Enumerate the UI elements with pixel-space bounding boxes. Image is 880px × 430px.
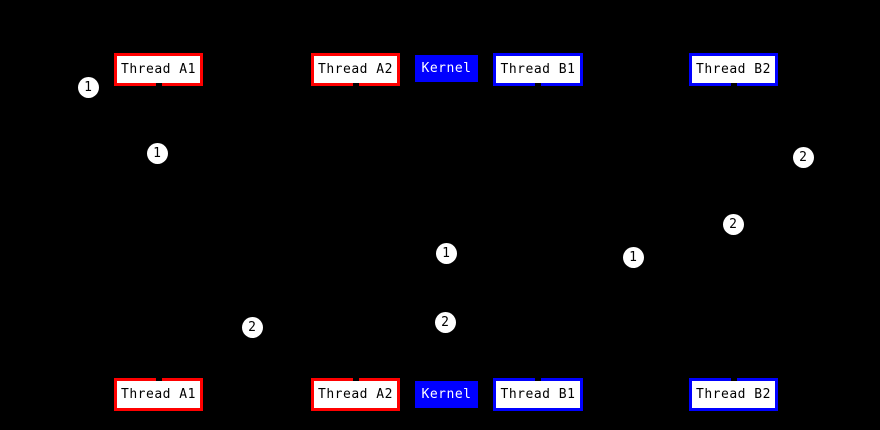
sequence-number-badge: 2 [434, 311, 456, 333]
sequence-number-badge: 2 [722, 213, 744, 235]
lifeline-stub [730, 378, 737, 381]
participant-label: Thread B1 [500, 62, 576, 77]
lifeline-stub [155, 378, 162, 381]
participant-label: Thread A2 [318, 387, 393, 402]
participant-box-thread-a2: Thread A2 [311, 53, 400, 86]
participant-label: Thread B2 [696, 387, 771, 402]
participant-label: Thread B1 [500, 387, 576, 402]
lifeline-stub [352, 378, 359, 381]
participant-box-kernel: Kernel [415, 55, 478, 82]
lifeline-stub [535, 83, 541, 86]
participant-label: Thread B2 [696, 62, 771, 77]
participant-label: Thread A1 [121, 62, 196, 77]
participant-box-thread-b1: Thread B1 [493, 53, 583, 86]
participant-label: Kernel [421, 387, 472, 402]
sequence-number-badge: 1 [622, 246, 644, 268]
participant-box-thread-a2: Thread A2 [311, 378, 400, 411]
sequence-number-badge: 1 [146, 142, 168, 164]
participant-box-kernel: Kernel [415, 381, 478, 408]
lifeline-stub [155, 83, 162, 86]
sequence-number-badge: 1 [435, 242, 457, 264]
participant-label: Thread A1 [121, 387, 196, 402]
participant-box-thread-b2: Thread B2 [689, 53, 778, 86]
participant-box-thread-a1: Thread A1 [114, 53, 203, 86]
participant-box-thread-b1: Thread B1 [493, 378, 583, 411]
participant-box-thread-b2: Thread B2 [689, 378, 778, 411]
lifeline-stub [535, 378, 541, 381]
sequence-number-badge: 2 [792, 146, 814, 168]
participant-box-thread-a1: Thread A1 [114, 378, 203, 411]
sequence-number-badge: 2 [241, 316, 263, 338]
lifeline-stub [730, 83, 737, 86]
participant-label: Thread A2 [318, 62, 393, 77]
sequence-number-badge: 1 [77, 76, 99, 98]
lifeline-stub [352, 83, 359, 86]
participant-label: Kernel [421, 61, 472, 76]
